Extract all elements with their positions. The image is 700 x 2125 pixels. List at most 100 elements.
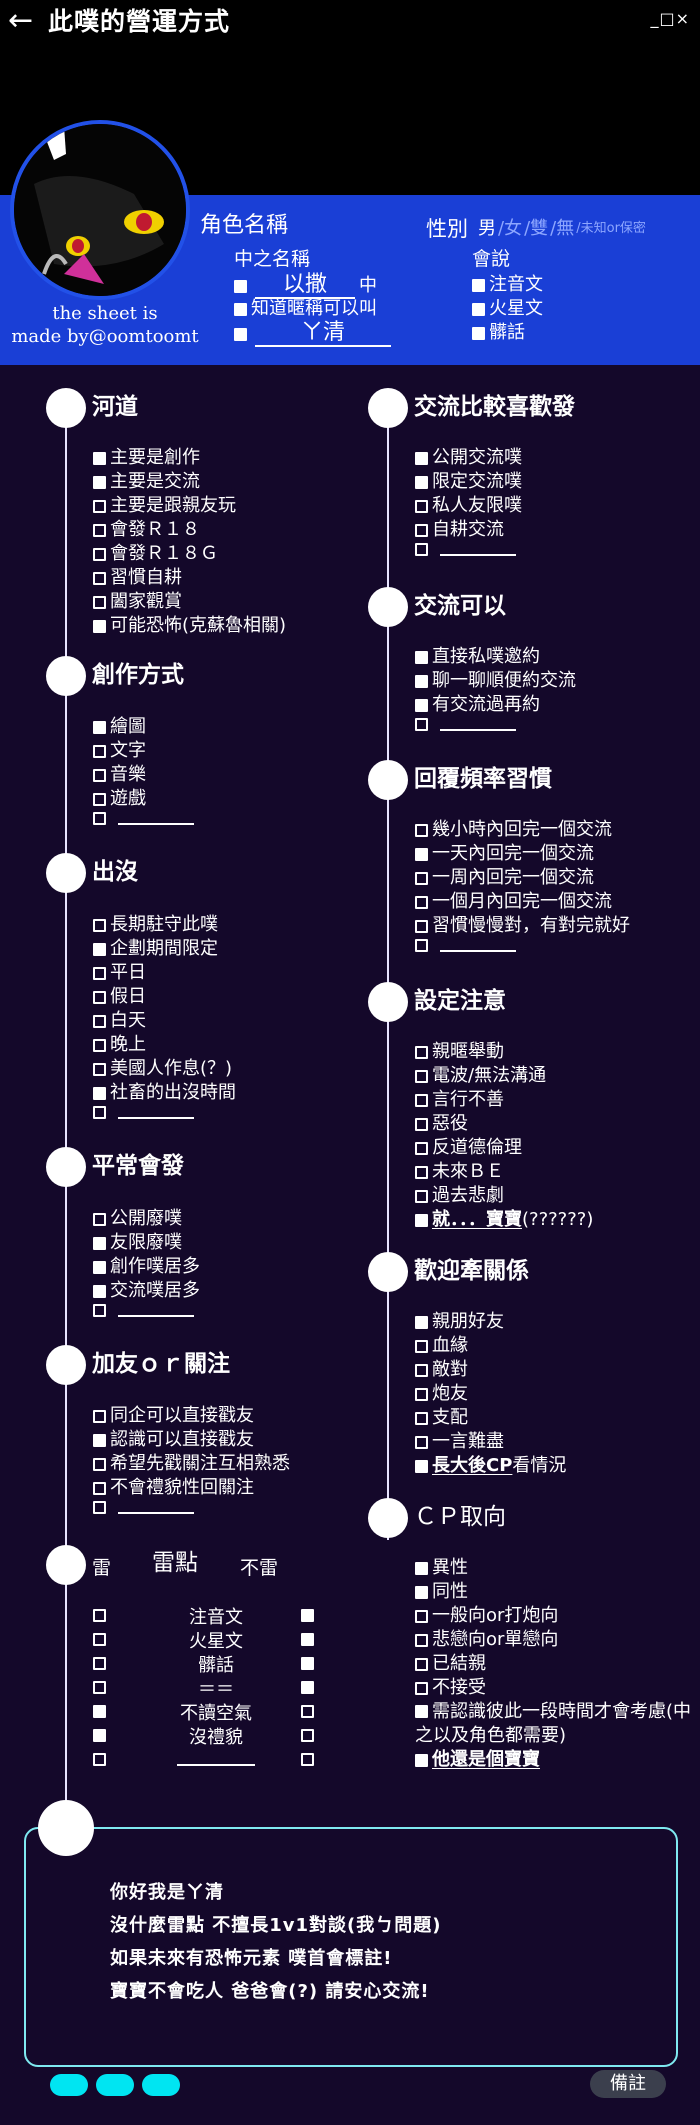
- page-pill[interactable]: [142, 2074, 180, 2096]
- checkbox[interactable]: [415, 1213, 428, 1227]
- list-item[interactable]: 創作噗居多: [93, 1255, 200, 1279]
- list-item[interactable]: 親暱舉動: [415, 1040, 593, 1064]
- checkbox[interactable]: [415, 1633, 428, 1647]
- speak-item[interactable]: 髒話: [472, 321, 543, 345]
- checkbox[interactable]: [415, 523, 428, 537]
- speak-checkbox[interactable]: [472, 326, 485, 340]
- list-item[interactable]: 友限廢噗: [93, 1231, 200, 1255]
- remark-button[interactable]: 備註: [590, 2070, 666, 2098]
- speak-checkbox[interactable]: [472, 278, 485, 292]
- speak-item[interactable]: 注音文: [472, 273, 543, 297]
- checkbox[interactable]: [415, 1315, 428, 1329]
- checkbox[interactable]: [415, 542, 428, 556]
- checkbox[interactable]: [93, 1105, 106, 1119]
- list-item[interactable]: 白天: [93, 1009, 236, 1033]
- list-item[interactable]: 反道德倫理: [415, 1136, 593, 1160]
- list-item[interactable]: 繪圖: [93, 715, 194, 739]
- checkbox[interactable]: [415, 499, 428, 513]
- list-item[interactable]: 敵對: [415, 1358, 566, 1382]
- list-item[interactable]: 需認識彼此一段時間才會考慮(中之以及角色都需要): [415, 1700, 695, 1748]
- checkbox[interactable]: [93, 547, 106, 561]
- list-item[interactable]: 就．．．寶寶 (??????): [415, 1208, 593, 1232]
- list-item[interactable]: 音樂: [93, 763, 194, 787]
- checkbox[interactable]: [93, 1014, 106, 1028]
- checkbox[interactable]: [415, 895, 428, 909]
- gender-option-female[interactable]: /女: [498, 218, 523, 239]
- checkbox[interactable]: [93, 1212, 106, 1226]
- checkbox[interactable]: [415, 938, 428, 952]
- checkbox[interactable]: [415, 698, 428, 712]
- checkbox[interactable]: [415, 451, 428, 465]
- checkbox[interactable]: [415, 1561, 428, 1575]
- list-item[interactable]: 認識可以直接戳友: [93, 1428, 290, 1452]
- checkbox[interactable]: [93, 571, 106, 585]
- checkbox[interactable]: [301, 1608, 314, 1622]
- arrow-left-icon[interactable]: ←: [8, 3, 34, 38]
- checkbox[interactable]: [93, 1752, 106, 1766]
- checkbox[interactable]: [93, 1457, 106, 1471]
- page-pill[interactable]: [96, 2074, 134, 2096]
- checkbox[interactable]: [415, 650, 428, 664]
- checkbox[interactable]: [415, 1069, 428, 1083]
- checkbox[interactable]: [415, 1435, 428, 1449]
- checkbox[interactable]: [415, 1585, 428, 1599]
- list-item[interactable]: 有交流過再約: [415, 693, 576, 717]
- list-item[interactable]: 私人友限噗: [415, 494, 522, 518]
- checkbox[interactable]: [93, 475, 106, 489]
- list-item[interactable]: 不接受: [415, 1676, 695, 1700]
- checkbox[interactable]: [93, 595, 106, 609]
- list-item[interactable]: 一個月內回完一個交流: [415, 890, 630, 914]
- checkbox[interactable]: [93, 720, 106, 734]
- list-item[interactable]: 長期駐守此噗: [93, 913, 236, 937]
- list-item[interactable]: [93, 1303, 200, 1317]
- checkbox[interactable]: [415, 1657, 428, 1671]
- checkbox[interactable]: [93, 1728, 106, 1742]
- checkbox[interactable]: [415, 919, 428, 933]
- checkbox[interactable]: [415, 674, 428, 688]
- list-item[interactable]: 電波/無法溝通: [415, 1064, 593, 1088]
- list-item[interactable]: 平日: [93, 961, 236, 985]
- list-item[interactable]: [415, 717, 576, 731]
- speak-item[interactable]: 火星文: [472, 297, 543, 321]
- list-item[interactable]: 公開廢噗: [93, 1207, 200, 1231]
- checkbox[interactable]: [415, 1387, 428, 1401]
- checkbox[interactable]: [93, 1680, 106, 1694]
- list-item[interactable]: 企劃期間限定: [93, 937, 236, 961]
- checkbox[interactable]: [415, 1141, 428, 1155]
- checkbox[interactable]: [93, 1433, 106, 1447]
- checkbox[interactable]: [93, 499, 106, 513]
- list-item[interactable]: 幾小時內回完一個交流: [415, 818, 630, 842]
- list-item[interactable]: 可能恐怖(克蘇魯相關): [93, 614, 286, 638]
- list-item[interactable]: 希望先戳關注互相熟悉: [93, 1452, 290, 1476]
- speak-checkbox[interactable]: [472, 302, 485, 316]
- checkbox[interactable]: [93, 811, 106, 825]
- checkbox[interactable]: [415, 1045, 428, 1059]
- list-item[interactable]: 交流噗居多: [93, 1279, 200, 1303]
- list-item[interactable]: 惡役: [415, 1112, 593, 1136]
- list-item[interactable]: 直接私噗邀約: [415, 645, 576, 669]
- list-item[interactable]: [93, 1105, 236, 1119]
- list-item[interactable]: 晚上: [93, 1033, 236, 1057]
- checkbox[interactable]: [301, 1752, 314, 1766]
- list-item[interactable]: 言行不善: [415, 1088, 593, 1112]
- checkbox[interactable]: [415, 1189, 428, 1203]
- list-item[interactable]: 過去悲劇: [415, 1184, 593, 1208]
- list-item[interactable]: 主要是創作: [93, 446, 286, 470]
- checkbox[interactable]: [301, 1680, 314, 1694]
- list-item[interactable]: 親朋好友: [415, 1310, 566, 1334]
- checkbox[interactable]: [415, 1609, 428, 1623]
- gender-option-none[interactable]: /無: [550, 218, 575, 239]
- list-item[interactable]: 異性: [415, 1556, 695, 1580]
- checkbox[interactable]: [415, 1165, 428, 1179]
- list-item[interactable]: 一天內回完一個交流: [415, 842, 630, 866]
- list-item[interactable]: 一言難盡: [415, 1430, 566, 1454]
- list-item[interactable]: 假日: [93, 985, 236, 1009]
- checkbox[interactable]: [415, 1093, 428, 1107]
- checkbox[interactable]: [415, 1705, 428, 1718]
- checkbox[interactable]: [93, 1260, 106, 1274]
- list-item[interactable]: 遊戲: [93, 787, 194, 811]
- list-item[interactable]: 聊一聊順便約交流: [415, 669, 576, 693]
- checkbox[interactable]: [415, 1753, 428, 1767]
- checkbox[interactable]: [93, 744, 106, 758]
